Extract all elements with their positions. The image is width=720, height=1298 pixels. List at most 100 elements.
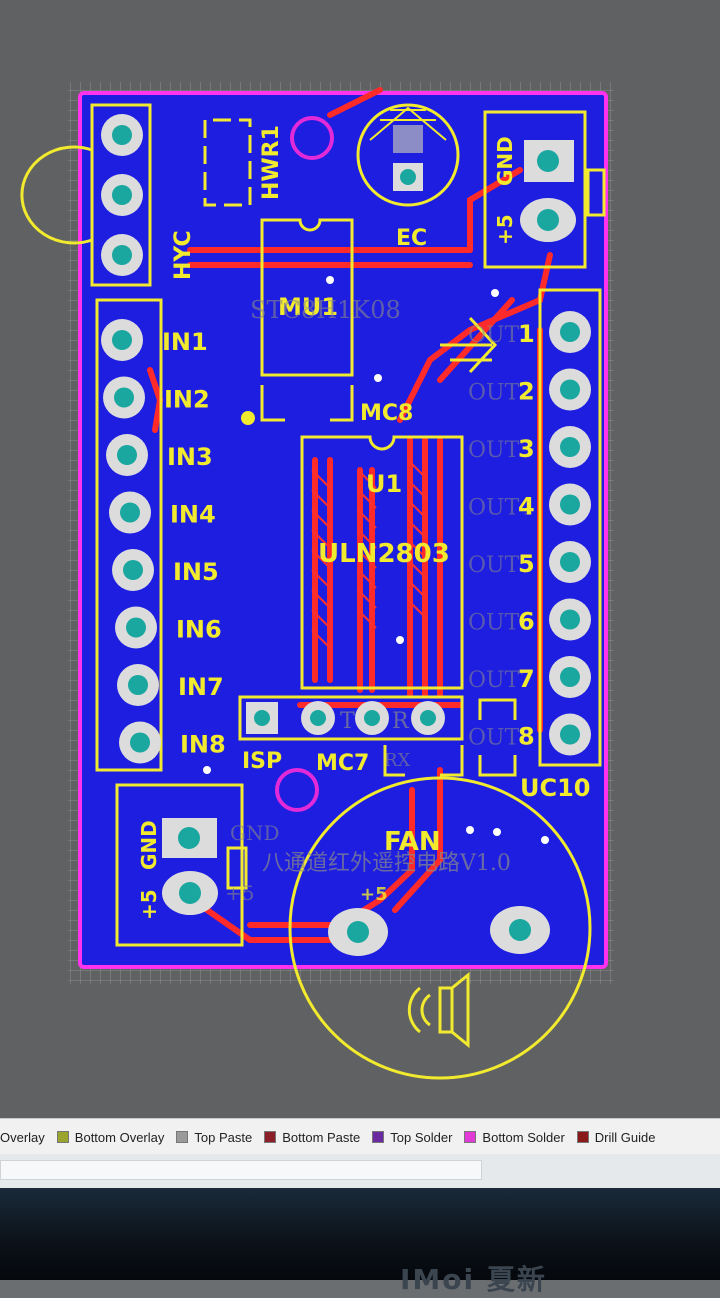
- uln2803-label: ULN2803: [318, 539, 450, 569]
- layer-bottom-paste-label: Bottom Paste: [282, 1129, 361, 1145]
- output-ghost-label: OUT4: [468, 496, 533, 521]
- layer-swatch-icon: [56, 1131, 69, 1143]
- output-pin-hole: [560, 724, 580, 745]
- output-pin-hole: [560, 552, 580, 572]
- rx-ghost: RX: [384, 750, 411, 771]
- output-ghost-label: OUT1: [468, 323, 533, 348]
- silk-dot: [241, 411, 255, 425]
- ec-component[interactable]: [356, 103, 460, 207]
- pcb-board-view[interactable]: HYC HWR1 EC GND +5 MU1 STC8H1K08 MC8 U1 …: [0, 0, 720, 1120]
- output-ghost-label: OUT3: [468, 438, 533, 463]
- output-ghost-label: OUT6: [468, 611, 533, 636]
- output-pin-label: 4: [518, 493, 535, 521]
- input-pin-hole: [126, 617, 146, 638]
- u1-footprint: [300, 435, 464, 690]
- layer-tab-bottom-overlay[interactable]: Bottom Overlay: [56, 1129, 165, 1145]
- layer-swatch-icon: [264, 1131, 277, 1143]
- hwr1-footprint: [203, 118, 252, 207]
- layer-tab-top-paste[interactable]: Top Paste: [176, 1130, 252, 1145]
- pcb-editor-canvas[interactable]: HYC HWR1 EC GND +5 MU1 STC8H1K08 MC8 U1 …: [0, 0, 720, 1120]
- input-pin-label: IN8: [180, 731, 226, 759]
- bottom-title-ghost: 八通道红外遥控电路V1.0: [262, 851, 511, 876]
- fan-pads[interactable]: [328, 906, 550, 956]
- left-header-3pin[interactable]: [90, 103, 152, 287]
- layer-tab-overlay[interactable]: Overlay: [0, 1130, 45, 1145]
- output-pin-hole: [560, 322, 580, 342]
- plus5-top-label: +5: [493, 214, 517, 245]
- layer-tab-bar: Overlay Bottom Overlay Top Paste Bottom …: [0, 1118, 720, 1155]
- input-pin-label: IN5: [173, 558, 219, 586]
- plus5-bottom-label: +5: [137, 889, 161, 920]
- output-pin-hole: [560, 667, 580, 687]
- output-pin-hole: [560, 494, 580, 515]
- output-pin-label: 7: [518, 665, 535, 693]
- layer-tab-drill-guide[interactable]: Drill Guide: [576, 1129, 656, 1145]
- input-pin-hole: [130, 732, 150, 753]
- mc7-label: MC7: [316, 751, 369, 776]
- mu1-label: MU1: [278, 293, 338, 321]
- status-strip: [0, 1154, 720, 1188]
- layer-swatch-icon: [464, 1131, 477, 1143]
- output-pin-label: 2: [518, 378, 535, 406]
- ec-label: EC: [396, 226, 427, 251]
- layer-swatch-icon: [176, 1131, 189, 1143]
- isp-header[interactable]: [238, 695, 464, 741]
- output-ghost-label: OUT5: [468, 553, 533, 578]
- power-connector-top[interactable]: [483, 110, 606, 269]
- output-pin-label: 8: [518, 723, 535, 751]
- fan-plus5-label: +5: [360, 884, 388, 905]
- vias: [203, 276, 549, 844]
- stc-ghost-text: STC8H1K08: [250, 296, 401, 324]
- layer-tab-top-solder[interactable]: Top Solder: [372, 1130, 452, 1145]
- input-pin-label: IN1: [162, 328, 208, 356]
- output-pin-hole: [560, 379, 580, 400]
- input-pin-label: IN7: [178, 673, 224, 701]
- input-pin-hole: [123, 560, 143, 580]
- isp-t-ghost: T: [340, 709, 355, 734]
- layer-overlay-label: Overlay: [0, 1129, 45, 1145]
- input-pin-label: IN3: [167, 443, 213, 471]
- layer-bottom-solder-label: Bottom Solder: [482, 1129, 565, 1145]
- fan-label: FAN: [384, 827, 441, 857]
- mc7-outline: [383, 745, 464, 777]
- mu1-footprint: [260, 218, 354, 422]
- layer-tab-bottom-paste[interactable]: Bottom Paste: [264, 1130, 360, 1145]
- board-outline: [78, 91, 608, 969]
- layer-swatch-icon: [576, 1131, 589, 1143]
- mounting-hole-top: [290, 116, 334, 160]
- uc10-label: UC10: [520, 774, 591, 802]
- gnd-ghost: GND: [230, 821, 280, 845]
- output-header-outline: [538, 288, 602, 767]
- layer-drill-guide-label: Drill Guide: [594, 1129, 656, 1145]
- input-pin-hole: [120, 502, 140, 523]
- input-pin-hole: [117, 445, 137, 465]
- output-pin-label: 5: [518, 550, 535, 578]
- mc8-label: MC8: [360, 401, 413, 426]
- output-ghost-label: OUT2: [468, 381, 533, 406]
- status-field: [0, 1160, 482, 1180]
- fan-outline: [288, 776, 592, 1080]
- input-pin-label: IN4: [170, 501, 216, 529]
- ir-arrow-icon: [440, 316, 498, 374]
- power-connector-bottom[interactable]: [115, 783, 248, 947]
- layer-tab-bottom-solder[interactable]: Bottom Solder: [464, 1129, 565, 1145]
- isp-r-ghost: R: [392, 709, 410, 734]
- input-pin-hole: [112, 330, 132, 350]
- layer-bottom-overlay-label: Bottom Overlay: [74, 1129, 165, 1145]
- layer-swatch-icon: [372, 1131, 385, 1143]
- output-pin-label: 1: [518, 320, 535, 348]
- input-pin-hole: [128, 675, 148, 695]
- input-pin-label: IN2: [164, 386, 210, 414]
- output-ghost-label: OUT8: [468, 726, 533, 751]
- output-pin-hole: [560, 609, 580, 630]
- isp-label: ISP: [242, 749, 282, 774]
- input-pin-hole: [114, 387, 134, 408]
- layer-top-solder-label: Top Solder: [390, 1129, 453, 1145]
- speaker-icon: [407, 971, 470, 1049]
- output-ghost-label: OUT7: [468, 668, 533, 693]
- gnd-bottom-label: GND: [137, 820, 161, 870]
- hwr1-label: HWR1: [259, 125, 284, 200]
- trace-hatching: [311, 459, 427, 649]
